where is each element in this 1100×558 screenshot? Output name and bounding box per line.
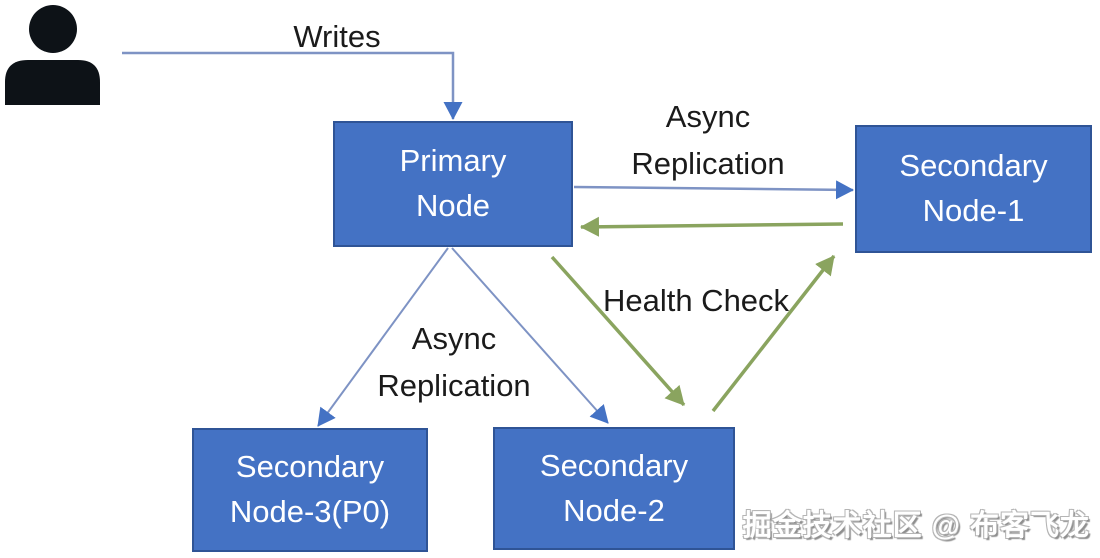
- node-secondary-1-label: Secondary Node-1: [899, 148, 1048, 228]
- node-primary-label: Primary Node: [399, 143, 507, 223]
- edge-user-to-primary: [122, 51, 463, 120]
- node-secondary-3: Secondary Node-3(P0): [192, 428, 428, 552]
- async-replication-bottom-label: Async Replication: [377, 321, 531, 403]
- node-secondary-2: Secondary Node-2: [493, 427, 735, 550]
- user-person-icon: [5, 5, 100, 105]
- edge-primary-to-secondary1: [573, 180, 854, 200]
- health-check-label: Health Check: [602, 283, 790, 318]
- node-secondary-1: Secondary Node-1: [855, 125, 1092, 253]
- async-replication-top-label: Async Replication: [631, 99, 785, 181]
- node-secondary-3-label: Secondary Node-3(P0): [229, 449, 391, 529]
- watermark-text: 掘金技术社区 @ 布客飞龙: [742, 510, 1090, 542]
- writes-label: Writes: [293, 19, 381, 54]
- node-primary: Primary Node: [333, 121, 573, 247]
- node-secondary-2-label: Secondary Node-2: [539, 447, 689, 528]
- edge-secondary1-to-primary-healthcheck: [580, 216, 844, 237]
